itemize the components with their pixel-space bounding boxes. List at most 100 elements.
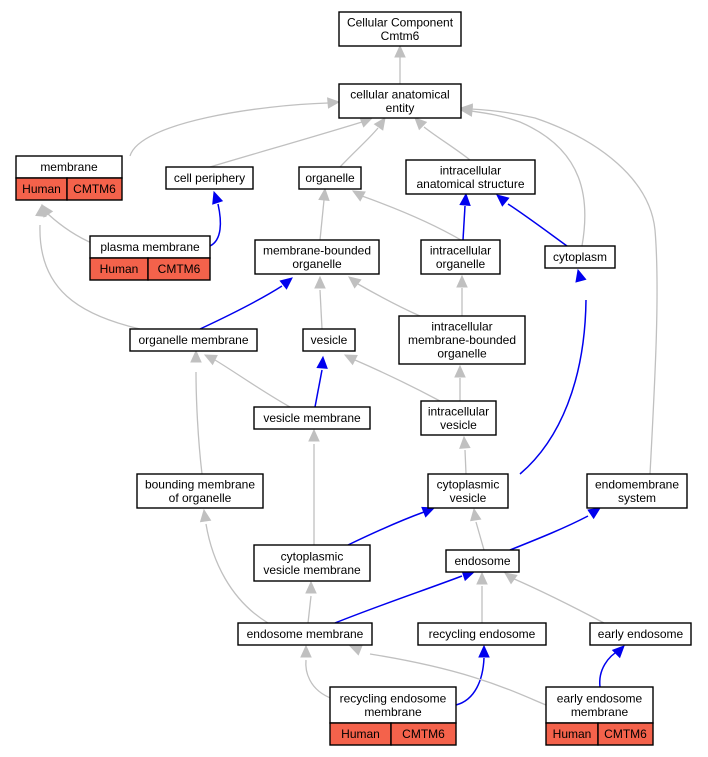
term-node-organelle-membrane[interactable]: organelle membrane <box>129 328 258 352</box>
term-label: intracellular <box>430 243 491 257</box>
term-node-cell-periphery[interactable]: cell periphery <box>165 166 254 190</box>
is-a-edge <box>314 275 326 330</box>
term-label: endosome <box>454 554 510 568</box>
term-label: cellular anatomical <box>350 87 449 101</box>
is-a-edge <box>348 644 547 706</box>
term-label: early endosome <box>598 627 684 641</box>
part-of-edge <box>496 194 568 247</box>
term-node-endosome-membrane[interactable]: endosome membrane <box>237 622 373 646</box>
is-a-edge <box>504 572 605 624</box>
term-node-vesicle-membrane[interactable]: vesicle membrane <box>253 406 371 430</box>
part-of-edge <box>509 507 602 551</box>
term-box <box>136 473 264 509</box>
term-box <box>298 166 362 190</box>
term-node-cytoplasm[interactable]: cytoplasm <box>544 245 616 269</box>
term-label: Cmtm6 <box>381 29 420 43</box>
term-label: organelle <box>437 347 487 361</box>
is-a-edge <box>308 428 320 545</box>
part-of-edge <box>519 268 587 475</box>
is-a-edge <box>203 354 291 408</box>
annotation-gene: CMTM6 <box>402 727 445 741</box>
term-box <box>254 239 380 275</box>
term-label: organelle <box>305 171 355 185</box>
term-label: recycling endosome <box>340 691 447 705</box>
term-label: membrane <box>571 705 629 719</box>
term-node-vesicle[interactable]: vesicle <box>302 328 356 352</box>
edge-layer <box>35 44 658 706</box>
term-box <box>427 473 509 509</box>
term-box <box>398 315 526 365</box>
term-label: vesicle membrane <box>263 411 361 425</box>
is-a-edge <box>414 117 471 161</box>
term-box <box>545 686 654 724</box>
part-of-edge <box>334 570 476 624</box>
term-node-early-endosome[interactable]: early endosome <box>589 622 692 646</box>
term-node-endosome[interactable]: endosome <box>445 549 520 573</box>
is-a-edge <box>394 44 406 84</box>
term-box <box>417 622 547 646</box>
is-a-edge <box>470 507 485 551</box>
term-box <box>253 544 371 582</box>
term-box <box>420 400 497 436</box>
term-label: Cellular Component <box>347 15 454 29</box>
is-a-edge <box>339 117 386 168</box>
term-label: organelle <box>292 257 342 271</box>
is-a-edge <box>199 508 269 624</box>
part-of-edge <box>599 645 625 688</box>
term-box <box>589 622 692 646</box>
term-label: membrane-bounded <box>263 243 371 257</box>
part-of-edge <box>455 644 490 706</box>
term-label: of organelle <box>169 491 232 505</box>
term-box <box>329 686 457 724</box>
term-label: entity <box>386 101 415 115</box>
term-label: organelle membrane <box>138 333 248 347</box>
term-label: vesicle <box>440 418 477 432</box>
annotation-gene-cell <box>597 722 654 746</box>
term-box <box>445 549 520 573</box>
term-box <box>405 159 536 195</box>
is-a-edge <box>459 103 658 475</box>
term-node-organelle[interactable]: organelle <box>298 166 362 190</box>
term-node-recycling-endosome[interactable]: recycling endosome <box>417 622 547 646</box>
term-label: anatomical structure <box>416 177 524 191</box>
annotation-gene: CMTM6 <box>604 727 647 741</box>
term-label: intracellular <box>428 404 489 418</box>
annotation-gene-cell <box>147 257 211 281</box>
term-box <box>586 473 688 509</box>
term-label: system <box>618 491 656 505</box>
annotation-species: Human <box>22 182 61 196</box>
is-a-edge <box>300 644 334 700</box>
term-box <box>129 328 258 352</box>
term-box <box>544 245 616 269</box>
term-label: recycling endosome <box>429 627 536 641</box>
part-of-edge <box>199 277 293 330</box>
annotation-gene: CMTM6 <box>73 182 116 196</box>
annotation-species: Human <box>341 727 380 741</box>
term-label: cytoplasmic <box>281 549 344 563</box>
is-a-edge <box>318 187 330 241</box>
term-label: plasma membrane <box>100 240 200 254</box>
term-label: vesicle membrane <box>263 563 361 577</box>
term-label: vesicle <box>450 491 487 505</box>
term-label: endomembrane <box>595 477 679 491</box>
annotation-gene-cell <box>390 722 457 746</box>
is-a-edge <box>348 276 421 317</box>
term-label: cytoplasmic <box>437 477 500 491</box>
